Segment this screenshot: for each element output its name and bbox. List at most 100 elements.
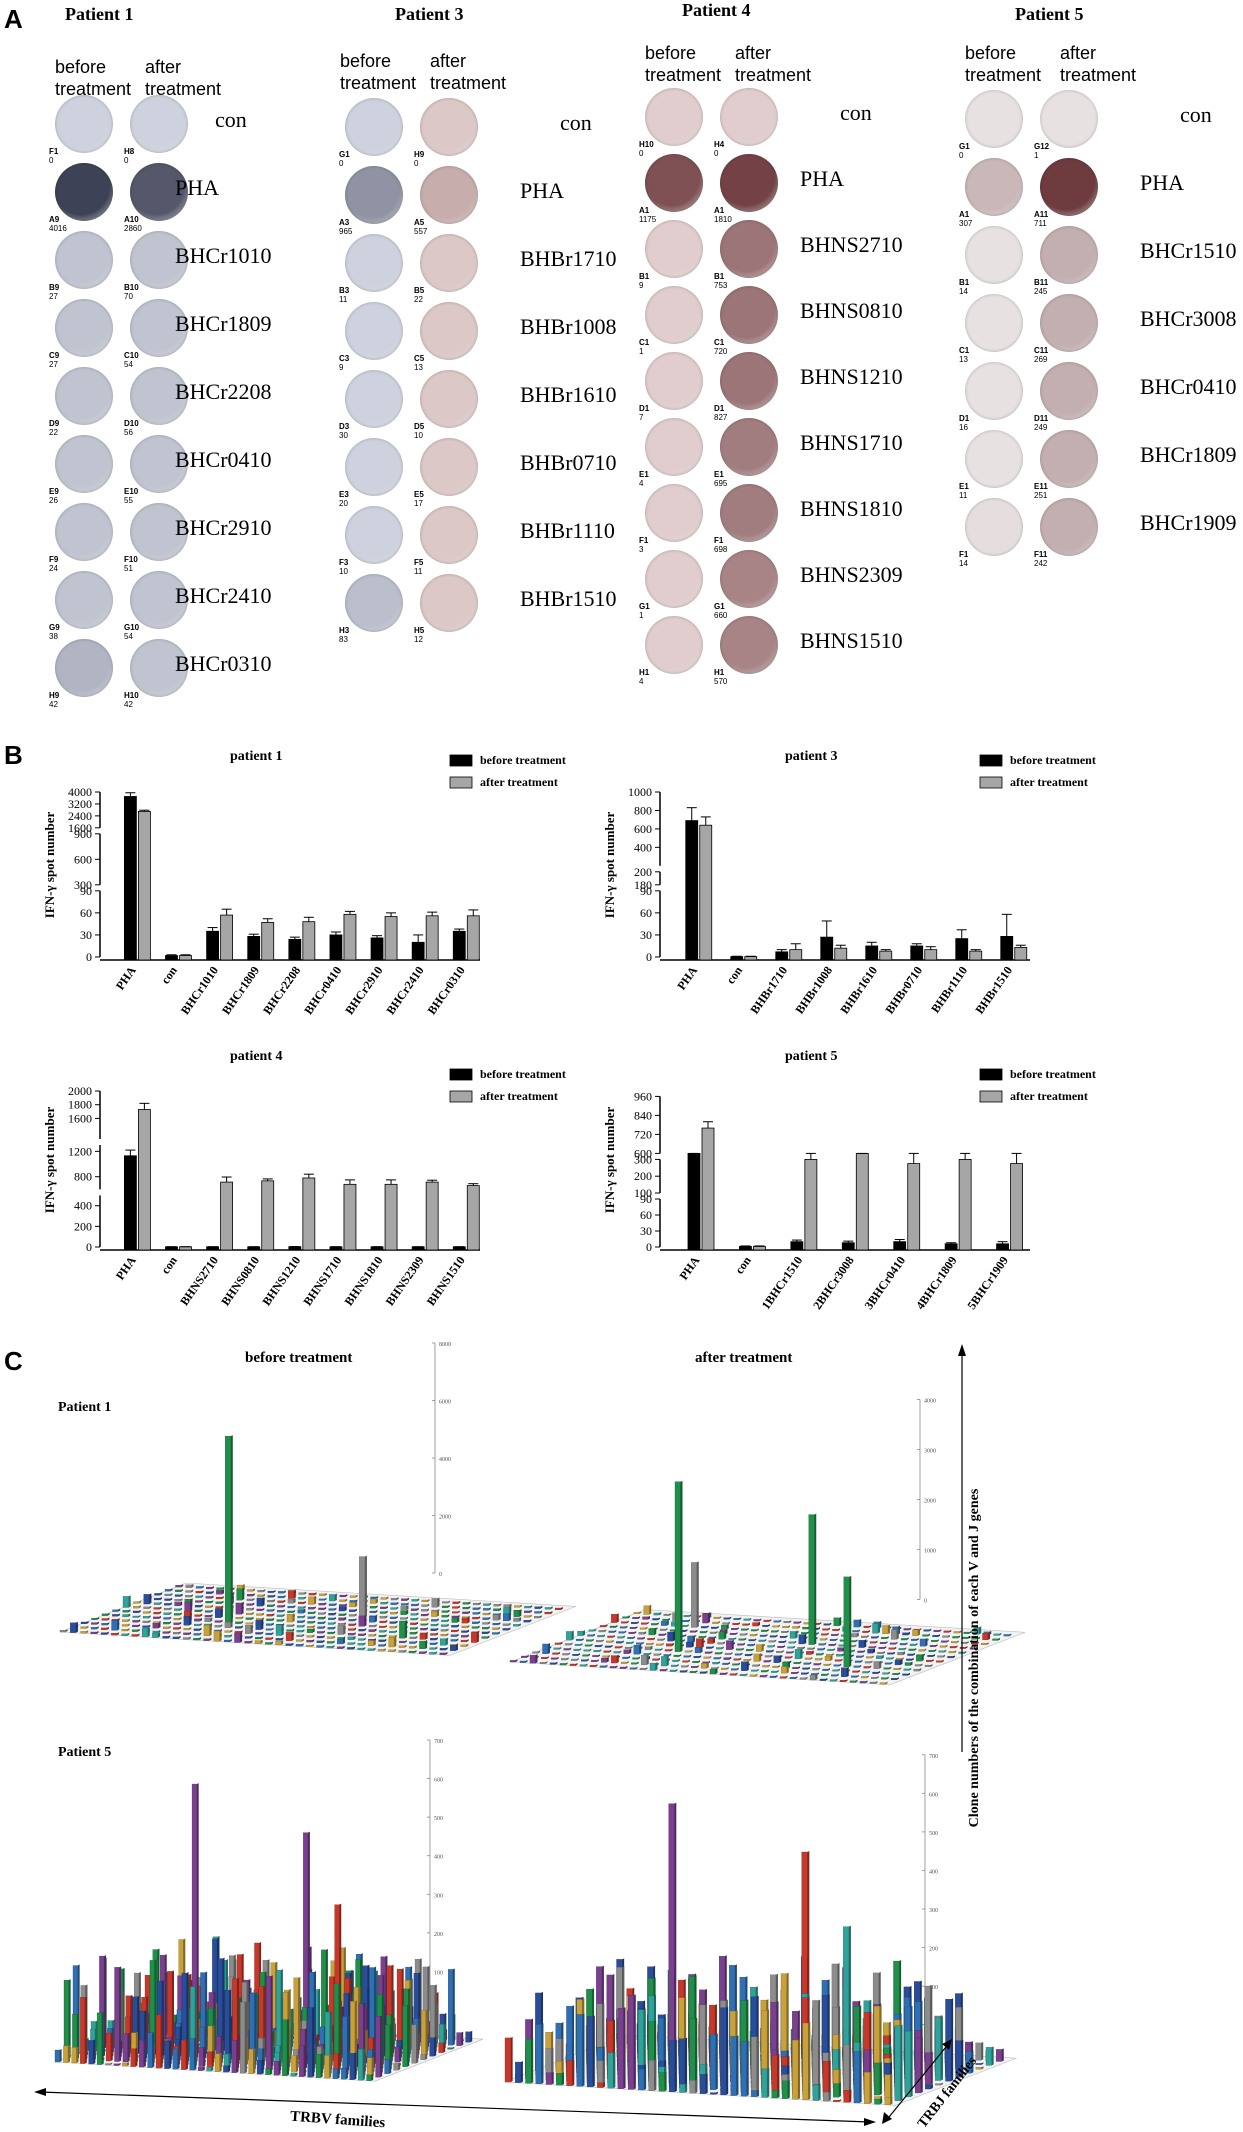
bar-before: [739, 1246, 752, 1251]
x-tick-label: con: [732, 1253, 754, 1276]
bar3d: [739, 1633, 746, 1636]
bar3d-side: [969, 1631, 972, 1634]
bar3d-side: [353, 1635, 356, 1640]
well-id: E10: [124, 487, 139, 496]
patient-title: Patient 3: [395, 4, 464, 24]
bar3d-side: [580, 1643, 583, 1646]
bar3d: [513, 1624, 520, 1627]
elispot-well: [130, 231, 188, 289]
bar3d-side: [591, 1638, 594, 1642]
bar3d-side: [918, 1628, 920, 1636]
bar3d: [684, 1650, 691, 1653]
bar3d: [734, 1653, 741, 1656]
bar3d-side: [338, 1982, 341, 2071]
elispot-well: [420, 166, 478, 224]
bar3d: [592, 1655, 599, 1658]
bar3d-side: [425, 1632, 428, 1640]
bar3d-side: [230, 1435, 233, 1624]
bar3d: [691, 1666, 697, 1668]
bar3d-side: [117, 1613, 120, 1617]
bar3d-side: [759, 1652, 762, 1662]
bar3d-side: [117, 1619, 120, 1631]
bar3d: [524, 1610, 531, 1613]
panel-letter-b: B: [4, 740, 23, 770]
bar3d: [786, 1651, 792, 1654]
bar3d: [529, 1655, 536, 1664]
bar3d: [816, 1653, 822, 1656]
bar3d: [861, 1635, 867, 1638]
bar3d: [461, 1617, 468, 1624]
bar3d-side: [671, 1642, 674, 1647]
bar3d: [576, 2014, 583, 2087]
bar3d: [822, 1628, 829, 1631]
bar3d: [812, 2000, 819, 2087]
bar3d-side: [191, 1583, 194, 1588]
bar3d: [401, 1598, 408, 1601]
bar3d-side: [593, 1633, 595, 1637]
bar3d-side: [416, 1607, 419, 1611]
bar3d: [121, 1633, 128, 1636]
bar3d: [638, 2069, 645, 2091]
bar3d: [329, 1594, 336, 1602]
elispot-well: [720, 616, 778, 674]
bar3d-side: [615, 1625, 618, 1628]
bar3d: [664, 1649, 671, 1652]
bar3d-side: [663, 2017, 666, 2069]
elispot-well: [645, 616, 703, 674]
bar3d-side: [670, 1648, 673, 1652]
bar3d: [482, 1612, 489, 1616]
bar3d-side: [498, 1626, 501, 1630]
bar3d: [388, 1637, 395, 1648]
bar3d-side: [751, 1648, 754, 1651]
x-tick-label: BHBr0710: [882, 964, 925, 1017]
bar3d-side: [106, 1631, 109, 1635]
bar3d-side: [301, 1643, 304, 1647]
bar3d: [429, 1642, 436, 1645]
bar3d: [608, 1630, 615, 1633]
bar-after: [1010, 1163, 1023, 1251]
bar3d-side: [789, 1620, 792, 1623]
bar3d: [561, 1658, 567, 1661]
elispot-well: [720, 352, 778, 410]
bar3d-side: [282, 1609, 285, 1613]
bar3d: [266, 1614, 273, 1617]
bar3d-side: [726, 1667, 729, 1670]
bar3d-side: [966, 1641, 969, 1644]
stimulus-label: BHNS1210: [800, 364, 903, 389]
bar3d: [338, 1606, 345, 1612]
bar3d: [696, 1638, 702, 1649]
bar3d: [80, 1997, 86, 2064]
well-id: F1: [49, 147, 59, 156]
bar3d-side: [799, 1620, 802, 1624]
bar3d: [472, 1612, 479, 1615]
bar3d: [90, 1627, 97, 1630]
bar3d: [597, 2082, 604, 2088]
bar3d: [912, 1629, 919, 1636]
bar3d: [691, 1562, 697, 1628]
bar3d: [948, 1651, 955, 1654]
bar3d: [641, 1654, 647, 1665]
bar3d: [668, 1803, 675, 2074]
bar3d-side: [806, 1671, 809, 1675]
bar3d: [91, 1622, 98, 1625]
bar3d: [462, 1607, 469, 1610]
z-tick-label: 700: [434, 1739, 443, 1745]
bar3d: [955, 2040, 962, 2078]
bar3d: [358, 2049, 363, 2081]
bar3d-side: [688, 1619, 690, 1622]
bar3d: [447, 2047, 453, 2050]
bar3d: [101, 1623, 108, 1626]
spot-count: 242: [1034, 559, 1048, 568]
bar3d-side: [930, 1985, 933, 2071]
bar3d: [525, 2038, 532, 2084]
bar3d-side: [729, 1656, 732, 1660]
legend-swatch: [979, 1068, 1003, 1081]
bar3d-side: [635, 1666, 638, 1670]
well-id: H4: [714, 140, 725, 149]
bar3d: [326, 1646, 333, 1649]
bar3d-side: [263, 1593, 266, 1597]
bar3d-side: [302, 1619, 305, 1623]
after-treatment-header: after treatment: [430, 51, 507, 93]
bar3d: [194, 1605, 201, 1608]
bar3d: [267, 1604, 273, 1607]
